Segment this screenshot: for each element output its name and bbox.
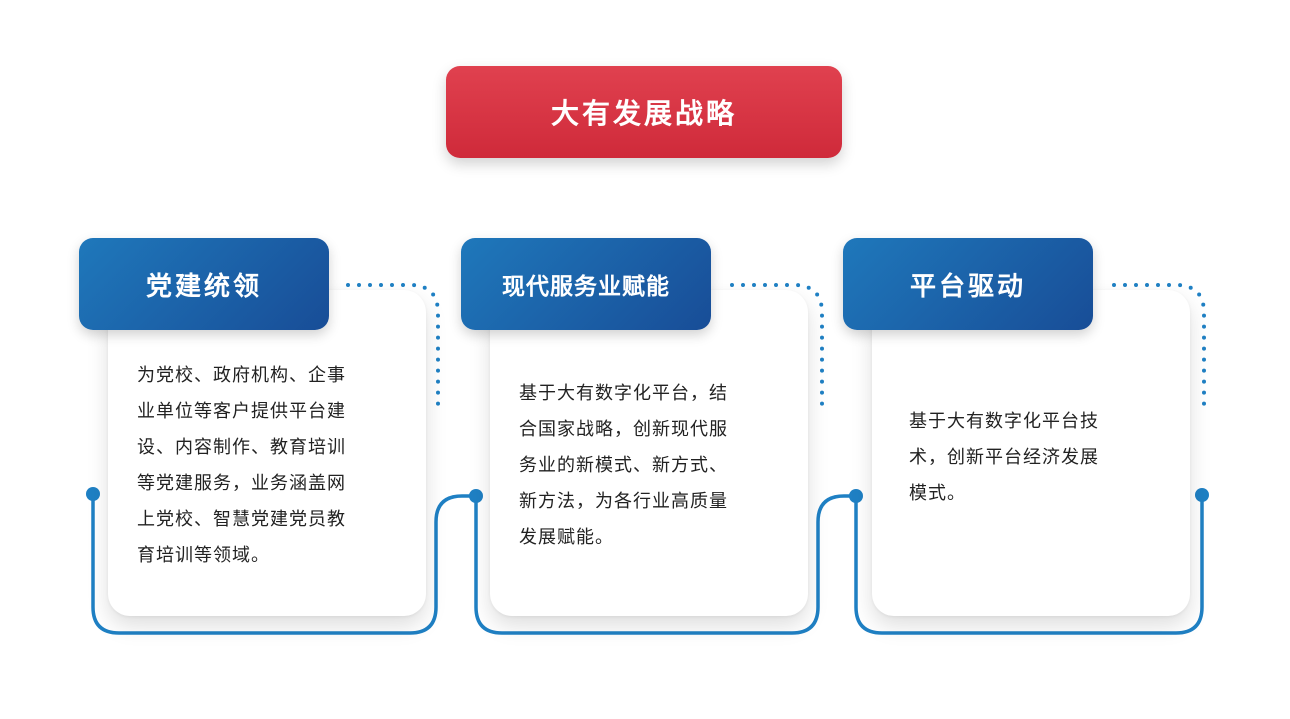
diagram-title: 大有发展战略 [446,66,842,158]
card-platform-driven [872,290,1190,616]
connector-dot [469,489,483,503]
header-party-building: 党建统领 [79,238,329,330]
text-line: 务业的新模式、新方式、 [519,455,728,476]
header-modern-service: 现代服务业赋能 [461,238,711,330]
text-line: 育培训等领域。 [137,545,270,566]
text-line: 为党校、政府机构、企事 [137,365,346,386]
card-modern-service [490,290,808,616]
text-line: 术，创新平台经济发展 [909,447,1099,468]
connector-dot [849,489,863,503]
connector-dot [1195,488,1209,502]
text-line: 等党建服务，业务涵盖网 [137,473,346,494]
card-party-building [108,290,426,616]
text-line: 合国家战略，创新现代服 [519,419,728,440]
text-line: 上党校、智慧党建党员教 [137,509,346,530]
bracket-connector-line [91,492,1204,635]
header-label: 平台驱动 [909,271,1026,302]
header-platform-driven: 平台驱动 [843,238,1093,330]
text-line: 发展赋能。 [519,527,614,548]
text-line: 新方法，为各行业高质量 [519,491,728,512]
header-label: 现代服务业赋能 [502,274,670,300]
card-description: 基于大有数字化平台，结 合国家战略，创新现代服 务业的新模式、新方式、 新方法，… [519,376,728,556]
text-line: 基于大有数字化平台技 [909,411,1099,432]
text-line: 设、内容制作、教育培训 [137,437,346,458]
text-line: 业单位等客户提供平台建 [137,401,346,422]
header-label: 党建统领 [145,271,262,302]
card-description: 为党校、政府机构、企事 业单位等客户提供平台建 设、内容制作、教育培训 等党建服… [137,358,346,574]
card-description: 基于大有数字化平台技 术，创新平台经济发展 模式。 [909,404,1099,512]
text-line: 基于大有数字化平台，结 [519,383,728,404]
connector-dot [86,487,100,501]
text-line: 模式。 [909,483,966,504]
